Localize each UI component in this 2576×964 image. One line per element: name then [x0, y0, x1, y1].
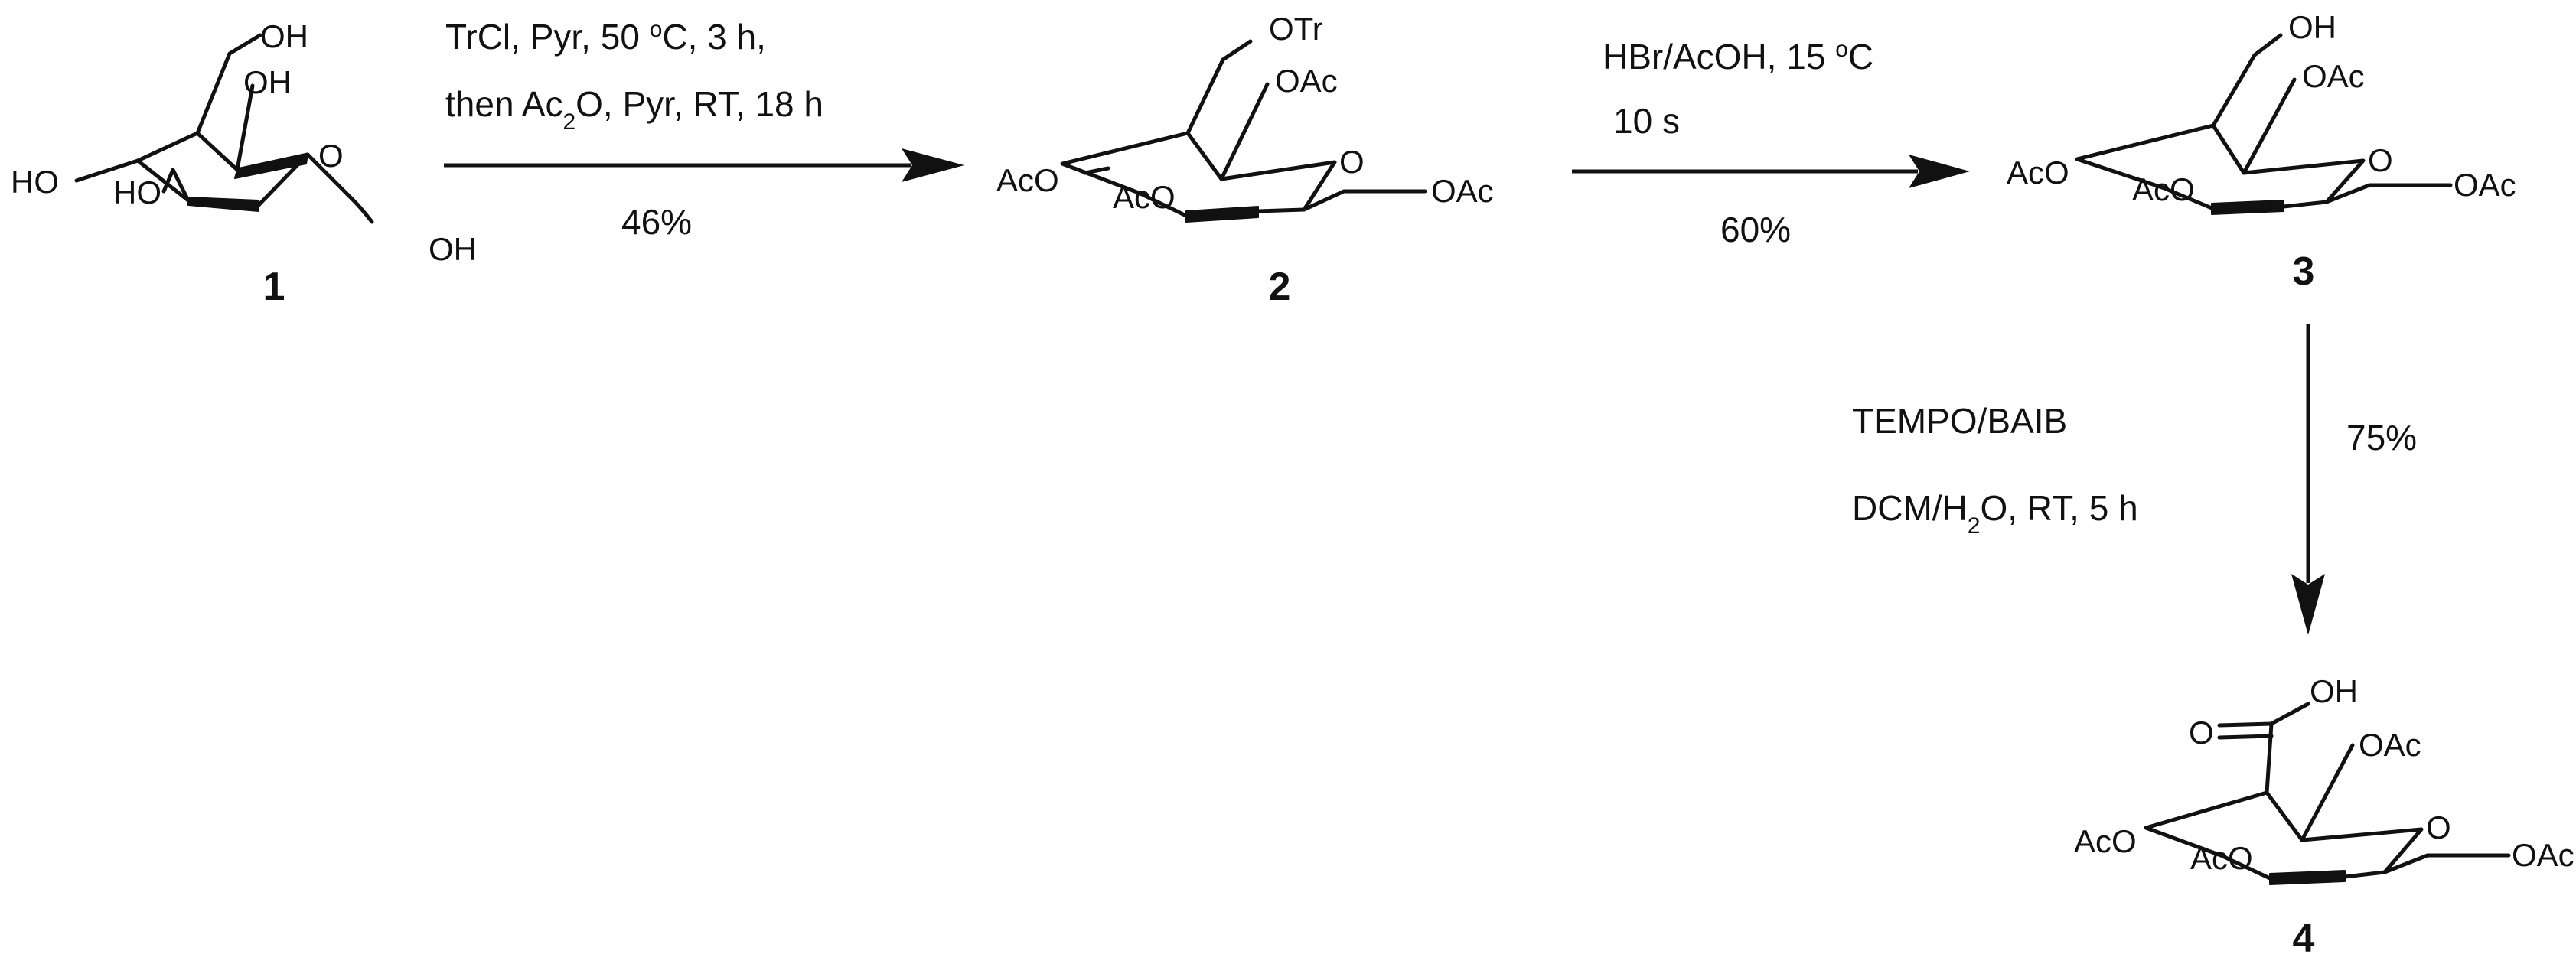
compound-1-oh3: HO: [113, 174, 161, 210]
compound-2-number: 2: [1269, 265, 1291, 309]
step-1-arrowhead: [902, 148, 964, 182]
compound-4-sub2: OAc: [2359, 727, 2421, 763]
compound-1-structure: OH OH O HO HO OH: [11, 18, 477, 267]
compound-4-sub3: AcO: [2190, 840, 2253, 876]
step-3-yield: 75%: [2346, 418, 2417, 458]
compound-1-bold-bond: [187, 197, 259, 212]
compound-4-acid-oxygen: O: [2189, 715, 2214, 751]
step-3-conditions-line1: TEMPO/BAIB: [1852, 401, 2067, 441]
step-2-conditions-line2: 10 s: [1613, 101, 1680, 141]
compound-2-sub6: OTr: [1269, 11, 1323, 47]
step-1: TrCl, Pyr, 50 oC, 3 h, then Ac2O, Pyr, R…: [444, 17, 964, 242]
step-2-yield: 60%: [1720, 210, 1791, 249]
compound-1-oh6: OH: [260, 18, 308, 54]
compound-2-sub4: AcO: [996, 162, 1059, 198]
compound-3-sub3: AcO: [2132, 171, 2195, 207]
compound-4-sub4: AcO: [2074, 823, 2137, 859]
step-1-yield: 46%: [621, 202, 692, 242]
step-2-arrowhead: [1909, 155, 1970, 188]
compound-3-sub4: AcO: [2007, 155, 2069, 191]
compound-1-ring-oxygen: O: [318, 138, 344, 174]
compound-2-ring-oxygen: O: [1339, 144, 1365, 180]
compound-2-structure: OTr OAc O AcO AcO OAc: [996, 11, 1494, 223]
compound-4-number: 4: [2293, 917, 2315, 961]
compound-4-sub1: OAc: [2512, 837, 2574, 873]
compound-3-structure: OH OAc O AcO AcO OAc: [2007, 9, 2516, 215]
compound-3-sub6: OH: [2288, 9, 2336, 45]
compound-3-bold-bond: [2211, 200, 2284, 215]
compound-3-ring-oxygen: O: [2368, 142, 2393, 178]
step-2-conditions-line1: HBr/AcOH, 15 oC: [1603, 37, 1873, 77]
compound-2-sub2: OAc: [1275, 63, 1338, 99]
compound-4-ring-oxygen: O: [2426, 809, 2451, 845]
compound-3-number: 3: [2293, 249, 2315, 294]
step-3-arrowhead: [2291, 574, 2325, 635]
compound-1-wavy-bond: [305, 152, 374, 224]
step-2: HBr/AcOH, 15 oC 10 s 60%: [1572, 37, 1970, 249]
compound-1-oh1: OH: [429, 231, 477, 267]
compound-2-sub3: AcO: [1113, 179, 1176, 215]
compound-2-bold-bond: [1185, 206, 1259, 223]
compound-4-structure: OH O OAc O AcO AcO OAc: [2074, 673, 2574, 885]
compound-1-oh2: OH: [243, 64, 292, 100]
step-1-conditions-line1: TrCl, Pyr, 50 oC, 3 h,: [445, 17, 766, 57]
compound-4-bold-bond: [2269, 870, 2346, 885]
compound-3-sub1: OAc: [2454, 167, 2516, 203]
compound-3-sub2: OAc: [2302, 58, 2365, 94]
compound-1-oh4: HO: [11, 164, 59, 200]
compound-2-sub1: OAc: [1431, 173, 1494, 209]
step-3: TEMPO/BAIB DCM/H2O, RT, 5 h 75%: [1852, 324, 2417, 635]
compound-4-acid-oh: OH: [2310, 673, 2358, 709]
compound-1-wedge-bond: [234, 154, 308, 179]
step-1-conditions-line2: then Ac2O, Pyr, RT, 18 h: [445, 84, 823, 135]
compound-1-number: 1: [263, 265, 285, 309]
step-3-conditions-line2: DCM/H2O, RT, 5 h: [1852, 488, 2138, 539]
